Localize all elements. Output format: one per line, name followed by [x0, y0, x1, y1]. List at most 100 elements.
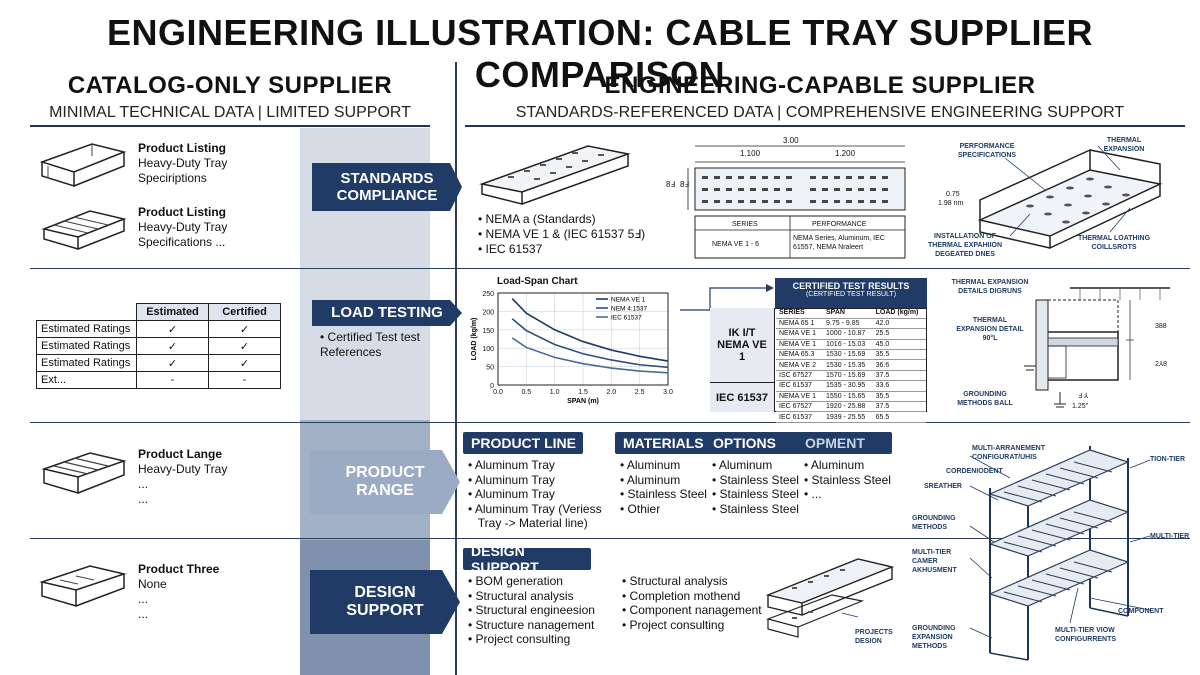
results-cell: 1535 - 30.95: [823, 380, 873, 392]
thermal-expansion-detail: [1024, 287, 1170, 408]
opment-item: • ...: [804, 487, 822, 501]
results-cell: 45.0: [872, 339, 926, 351]
options-item: • Stainless Steel: [712, 472, 799, 487]
x-tick-label: 2.0: [606, 389, 616, 396]
materials-item: • Othier: [620, 501, 661, 516]
results-cell: 35.5: [872, 349, 926, 361]
connector-arrows: [680, 284, 774, 311]
catalog-product-4-line2: ...: [138, 592, 149, 606]
results-header-cell: LOAD (kg/m): [872, 308, 926, 319]
rack-label-component: COMPONENT: [1118, 608, 1164, 615]
opment-item: • Stainless Steel: [804, 472, 891, 487]
results-group-2: IEC 61537: [710, 382, 775, 412]
ratings-table: Estimated Certified Estimated Ratings ✓ …: [36, 303, 281, 389]
detail-dim-1: 388: [1155, 323, 1167, 330]
catalog-product-3-line1: Heavy-Duty Tray: [138, 462, 228, 476]
catalog-product-3-line3: ...: [138, 492, 149, 506]
catalog-product-2-title: Product Listing: [138, 205, 226, 219]
catalog-product-1-title: Product Listing: [138, 141, 226, 155]
results-cell: 42.0: [872, 318, 926, 330]
results-cell: IEC 67527: [776, 401, 824, 413]
design-tray-drawing: [765, 558, 895, 638]
rack-label-multi-tier-camer: MULTI-TIER CAMER AKHUSMENT: [912, 549, 957, 574]
options-header: OPTIONS: [713, 435, 777, 451]
results-title: CERTIFIED TEST RESULTS: [792, 281, 910, 291]
iso-label-thermal: THERMAL EXPANSION: [1103, 137, 1145, 153]
results-cell: 65.5: [872, 411, 926, 423]
results-cell: 1570 - 15.69: [823, 370, 873, 382]
dimension-drawing: [687, 145, 906, 259]
y-axis-label: LOAD (kg/m): [471, 318, 478, 361]
results-cell: NEMA 65.3: [776, 349, 824, 361]
isometric-tray-drawing: [977, 145, 1163, 250]
dash-cell: -: [136, 371, 209, 389]
product-line-item: • Aluminum Tray: [468, 472, 555, 487]
product-line-header: PRODUCT LINE: [463, 432, 583, 454]
results-cell: IEC 61537: [776, 380, 824, 392]
y-tick-label: 150: [482, 328, 494, 335]
rack-label-grounding-expansion: GROUNDING EXPANSION METHODS: [912, 625, 956, 650]
drawing-table-header-performance: PERFORMANCE: [812, 221, 867, 228]
catalog-product-1-line1: Heavy-Duty Tray: [138, 156, 228, 170]
catalog-product-2-line2: Specifications ...: [138, 235, 226, 249]
rack-label-multi-tier: MULTI-TIER: [1150, 533, 1190, 540]
results-header-cell: SERIES: [776, 308, 824, 319]
design-item: • Component nanagement: [622, 603, 762, 617]
check-icon: ✓: [136, 354, 209, 372]
y-tick-label: 250: [482, 291, 494, 298]
check-icon: ✓: [136, 320, 209, 338]
x-axis-label: SPAN (m): [567, 398, 599, 405]
detail-dim-4: Ⅎ ⅄: [1078, 393, 1089, 400]
chart-frame: [497, 292, 669, 386]
right-header-rule: [465, 125, 1185, 127]
multi-tier-rack-drawing: [969, 446, 1151, 661]
left-header-subtitle: MINIMAL TECHNICAL DATA | LIMITED SUPPORT: [49, 104, 411, 121]
iso-dim-2: 1.98 nm: [938, 200, 964, 207]
dim-a: 1.100: [740, 149, 761, 158]
catalog-product-1-line2: Speciriptions: [138, 171, 207, 185]
design-item: • Completion mothend: [622, 588, 741, 603]
results-cell: 1920 - 25.88: [823, 401, 873, 413]
detail-dim-2: 2⅄8: [1155, 361, 1168, 368]
perforated-tray-drawing: [479, 145, 631, 205]
dim-h2: 8Ⅎ: [680, 180, 690, 189]
dim-b: 1.200: [835, 149, 856, 158]
detail-grounding: GROUNDING METHODS BALL: [957, 391, 1013, 407]
design-item: • Project consulting: [468, 632, 571, 646]
page-title: ENGINEERING ILLUSTRATION: CABLE TRAY SUP…: [107, 12, 1093, 95]
tray-icon-2: [39, 565, 127, 608]
detail-title: THERMAL EXPANSION DETAILS DIGRUNS: [951, 279, 1029, 295]
catalog-product-2-line1: Heavy-Duty Tray: [138, 220, 228, 234]
x-tick-label: 2.5: [635, 389, 645, 396]
legend-label: IEC 61537: [611, 315, 642, 322]
check-icon: ✓: [208, 337, 281, 355]
banner-standards-compliance: STANDARDS COMPLIANCE: [312, 163, 462, 211]
chart-title: Load-Span Chart: [497, 276, 578, 287]
x-tick-label: 1.5: [578, 389, 588, 396]
catalog-product-4-line3: ...: [138, 607, 149, 621]
results-cell: NEMA VE 2: [776, 359, 824, 371]
x-tick-label: 3.0: [663, 389, 673, 396]
table-row: Estimated Ratings ✓ ✓: [36, 337, 281, 355]
results-cell: 1530 - 15.69: [823, 349, 873, 361]
tray-icon-1: [39, 143, 127, 188]
results-cell: 1530 - 15.35: [823, 359, 873, 371]
dim-overall: 3.00: [783, 136, 799, 145]
banner-product-range: PRODUCT RANGE: [310, 450, 460, 514]
product-line-item: • Aluminum Tray: [468, 487, 555, 501]
results-header-cell: SPAN: [823, 308, 873, 319]
product-line-item: • Aluminum Tray (Veriess: [468, 501, 602, 516]
y-tick-label: 100: [482, 346, 494, 353]
results-cell: NEMA VE 1: [776, 339, 824, 351]
ladder-tray-icon-1: [41, 210, 127, 251]
opment-item: • Aluminum: [804, 458, 865, 472]
results-cell: ISC 67527: [776, 370, 824, 382]
ratings-row-label: Estimated Ratings: [36, 320, 137, 338]
